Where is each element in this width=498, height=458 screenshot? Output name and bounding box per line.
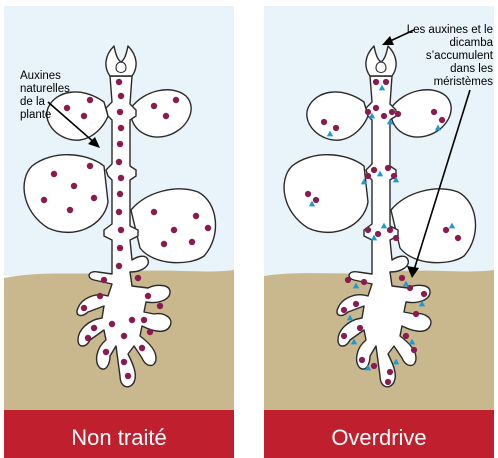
annotation-line: méristèmes (434, 76, 494, 88)
auxin-dot (121, 333, 127, 339)
auxin-dot (51, 171, 57, 177)
auxin-dot (321, 119, 327, 125)
auxin-dot (399, 275, 405, 281)
auxin-dot (383, 79, 389, 85)
auxin-dot (117, 109, 123, 115)
annotation-line: dicamba (450, 37, 494, 49)
auxin-dot (439, 117, 445, 123)
auxin-dot (353, 301, 359, 307)
auxin-dot (341, 307, 347, 313)
auxin-dot (141, 317, 147, 323)
auxin-dot (81, 113, 87, 119)
auxin-dot (161, 241, 167, 247)
auxin-dot (357, 325, 363, 331)
auxin-dot (121, 359, 127, 365)
auxin-dot (85, 335, 91, 341)
auxin-dot (81, 305, 87, 311)
auxin-dot (151, 103, 157, 109)
auxin-dot (118, 93, 124, 99)
auxin-dot (67, 207, 73, 213)
auxin-dot (411, 347, 417, 353)
auxin-dot (305, 191, 311, 197)
auxin-dot (373, 105, 379, 111)
annotation-line: naturelles (20, 83, 70, 95)
auxin-dot (455, 235, 461, 241)
auxin-dot (387, 369, 393, 375)
auxin-dot (205, 225, 211, 231)
panel-label-untreated: Non traité (71, 425, 166, 450)
auxin-dot (431, 109, 437, 115)
auxin-dot (117, 191, 123, 197)
auxin-dot (109, 321, 115, 327)
auxin-dot (87, 163, 93, 169)
auxin-dot (359, 357, 365, 363)
auxin-dot (157, 303, 163, 309)
auxin-dot (116, 159, 122, 165)
auxin-dot (129, 317, 135, 323)
auxin-dot (193, 213, 199, 219)
auxin-dot (91, 195, 97, 201)
auxin-dot (421, 291, 427, 297)
annotation-line: s’accumulent (426, 50, 494, 62)
auxin-dot (371, 167, 377, 173)
auxin-dot (365, 173, 371, 179)
auxin-dot (171, 227, 177, 233)
annotation-line: Les auxines et le (407, 24, 493, 36)
auxin-dot (91, 325, 97, 331)
auxin-dot (139, 345, 145, 351)
auxin-dot (373, 79, 379, 85)
auxin-dot (163, 113, 169, 119)
auxin-dot (41, 197, 47, 203)
annotation-line: Auxines (20, 70, 61, 82)
auxin-dot (385, 379, 391, 385)
annotation-line: plante (20, 109, 51, 121)
auxin-dot (64, 105, 70, 111)
auxin-dot (365, 227, 371, 233)
auxin-dot (125, 373, 131, 379)
auxin-dot (118, 175, 124, 181)
auxin-dot (387, 227, 393, 233)
auxin-dot (361, 279, 367, 285)
annotation-line: dans les (450, 63, 493, 75)
auxin-dot (145, 293, 151, 299)
auxin-dot (389, 109, 395, 115)
auxin-dot (333, 125, 339, 131)
auxin-dot (135, 275, 141, 281)
auxin-dot (118, 125, 124, 131)
auxin-dot (71, 183, 77, 189)
auxin-dot (385, 165, 391, 171)
auxin-dot (395, 111, 401, 117)
auxin-dot (101, 277, 107, 283)
auxin-dot (116, 263, 122, 269)
auxin-dot (413, 311, 419, 317)
auxin-dot (97, 293, 103, 299)
auxin-dot (87, 97, 93, 103)
auxin-dot (103, 349, 109, 355)
auxin-dot (116, 79, 122, 85)
auxin-dot (117, 245, 123, 251)
auxin-dot (403, 333, 409, 339)
auxin-dot (189, 239, 195, 245)
auxin-dot (365, 109, 371, 115)
auxin-dot (443, 227, 449, 233)
auxin-dot (116, 209, 122, 215)
auxin-dot (151, 209, 157, 215)
auxin-dot (118, 227, 124, 233)
auxin-dot (147, 329, 153, 335)
auxin-dot (371, 363, 377, 369)
panel-overdrive: Overdrive Les auxines et le dicamba s’ac… (264, 6, 494, 458)
auxin-dot (345, 277, 351, 283)
auxin-dot (375, 231, 381, 237)
auxin-dot (393, 235, 399, 241)
panel-label-overdrive: Overdrive (331, 425, 426, 450)
auxin-dot (341, 333, 347, 339)
auxin-dot (381, 113, 387, 119)
panel-untreated: Non traité Auxines naturelles de la plan… (4, 6, 234, 458)
annotation-line: de la (20, 96, 46, 108)
auxin-dot (173, 97, 179, 103)
auxin-dot (313, 197, 319, 203)
auxin-dot (117, 141, 123, 147)
